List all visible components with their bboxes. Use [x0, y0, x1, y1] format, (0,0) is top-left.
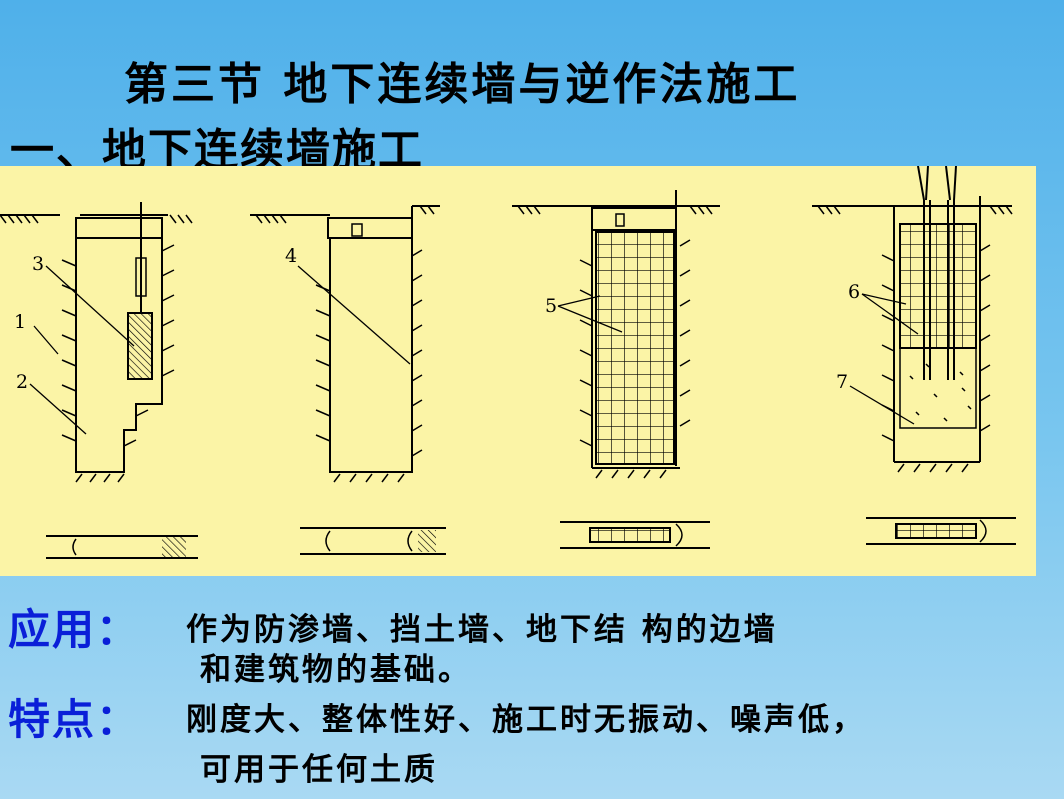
stage-3-rebar-cage	[512, 190, 720, 549]
stage-1-excavation	[0, 202, 198, 559]
construction-diagram: 3 1 2 4	[0, 166, 1016, 559]
diagram-label-3: 3	[32, 253, 44, 275]
application-line-1: 作为防渗墙、挡土墙、地下结 构的边墙	[186, 612, 778, 648]
application-row: 应用：	[8, 596, 140, 657]
diagram-label-6: 6	[848, 281, 860, 303]
features-label: 特点：	[8, 695, 141, 744]
stage-4-concreting	[812, 166, 1016, 545]
features-row: 特点：	[8, 686, 140, 747]
diagram-label-1: 1	[14, 311, 26, 333]
diagram-label-7: 7	[836, 371, 848, 393]
diagram-label-2: 2	[16, 371, 28, 393]
features-line-1: 刚度大、整体性好、施工时无振动、噪声低，	[186, 702, 866, 738]
features-line-2: 可用于任何土质	[200, 752, 438, 788]
stage-2-trench	[250, 205, 446, 555]
page-title: 第三节 地下连续墙与逆作法施工	[124, 59, 801, 110]
diagram-label-4: 4	[285, 245, 297, 267]
construction-diagram-panel: 3 1 2 4	[0, 166, 1036, 576]
application-line-2: 和建筑物的基础。	[200, 652, 472, 688]
application-label: 应用：	[8, 605, 141, 654]
diagram-label-5: 5	[545, 295, 557, 317]
